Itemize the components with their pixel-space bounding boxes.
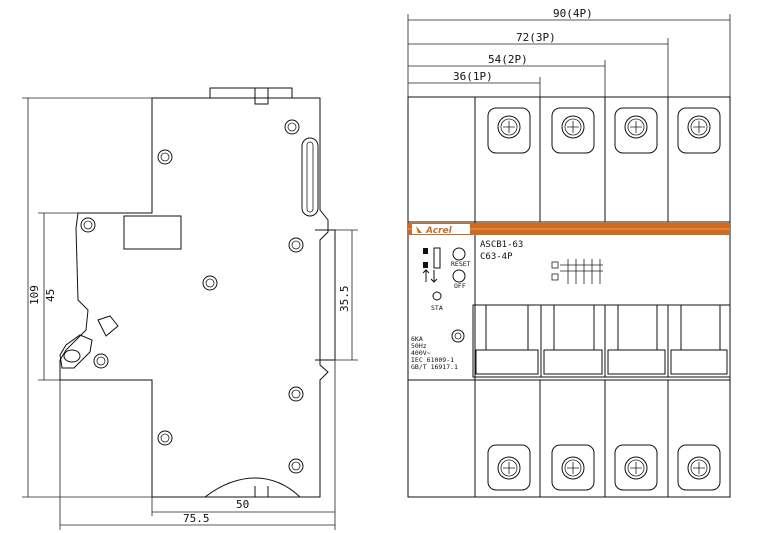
dim-label-72-3p: 72(3P) xyxy=(516,31,556,44)
on-off-arrows-icon xyxy=(422,269,438,283)
dim-label-45: 45 xyxy=(44,289,57,302)
spec-1: 6KA xyxy=(411,335,423,343)
toggle-handles xyxy=(472,304,731,378)
spec-4: IEC 61009-1 xyxy=(411,356,454,364)
dim-label-90-4p: 90(4P) xyxy=(553,7,593,20)
side-body-outline xyxy=(59,97,329,498)
certification-mark-icon xyxy=(451,329,465,343)
dim-109: 109 xyxy=(22,97,152,498)
side-bottom-clip xyxy=(204,477,301,498)
sta-indicator xyxy=(432,291,442,301)
side-view: 109 45 35.5 50 75.5 xyxy=(22,87,358,530)
sta-label: STA xyxy=(431,304,443,312)
side-window xyxy=(123,215,182,250)
dim-label-109: 109 xyxy=(28,285,41,305)
dim-label-54-2p: 54(2P) xyxy=(488,53,528,66)
reset-button xyxy=(452,247,466,261)
dim-label-50: 50 xyxy=(236,498,249,511)
dim-75-5: 75.5 xyxy=(59,380,335,530)
off-label: OFF xyxy=(454,282,466,290)
side-bottom-notch xyxy=(254,486,269,498)
front-body-outline xyxy=(407,96,731,498)
dim-label-36-1p: 36(1P) xyxy=(453,70,493,83)
dim-35-5: 35.5 xyxy=(335,229,358,361)
rating-label: C63-4P xyxy=(480,252,513,262)
front-view: Acrel ASCB1-63 C63-4P RESET OFF STA xyxy=(407,7,731,498)
side-top-notch xyxy=(254,88,269,105)
side-top-clip xyxy=(209,87,293,98)
side-lever xyxy=(59,334,93,369)
spec-5: GB/T 16917.1 xyxy=(411,363,458,371)
brand-logo: Acrel xyxy=(425,226,453,236)
model-label: ASCB1-63 xyxy=(480,240,523,250)
dim-label-75-5: 75.5 xyxy=(183,512,210,525)
side-screws xyxy=(80,119,304,474)
status-window xyxy=(433,247,441,269)
side-slot xyxy=(301,137,319,217)
dim-label-35-5: 35.5 xyxy=(338,286,351,313)
bottom-terminals xyxy=(487,444,721,491)
dim-50: 50 xyxy=(151,360,336,530)
dim-45: 45 xyxy=(38,212,78,381)
spec-2: 50Hz xyxy=(411,342,427,350)
side-rail-clip xyxy=(315,229,336,361)
reset-label: RESET xyxy=(451,260,471,268)
front-dimensions: 90(4P) 72(3P) 54(2P) 36(1P) xyxy=(407,7,731,97)
spec-3: 400V~ xyxy=(411,349,431,357)
top-terminals xyxy=(487,107,721,154)
off-button xyxy=(452,269,466,283)
circuit-diagram-icon xyxy=(551,259,603,284)
